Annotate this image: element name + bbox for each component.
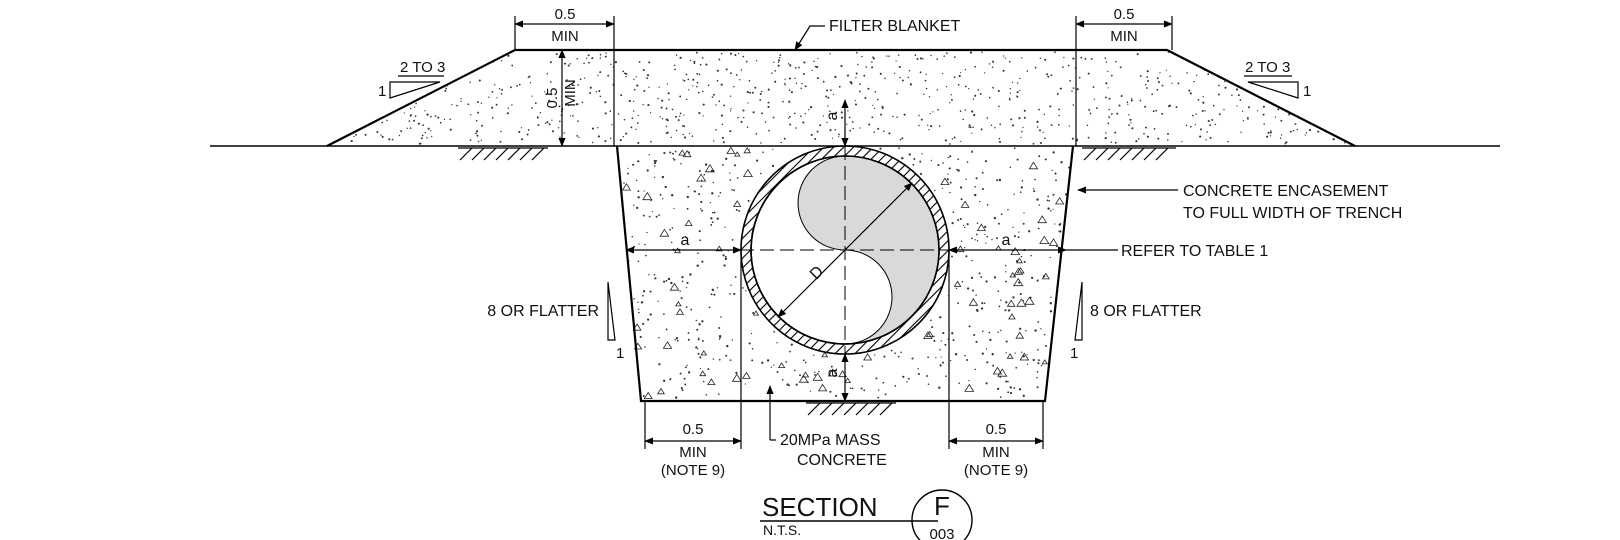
filter-blanket-speckle bbox=[350, 51, 1346, 145]
ground-hatch-bottom bbox=[806, 402, 896, 416]
encasement-label-2: TO FULL WIDTH OF TRENCH bbox=[1183, 205, 1402, 222]
dim-bottom-right-min: MIN bbox=[982, 444, 1010, 461]
flatter-triangle-left bbox=[607, 281, 616, 341]
ground-hatch-left bbox=[458, 147, 548, 161]
flatter-triangle-right bbox=[1074, 281, 1083, 341]
dim-bottom-right bbox=[948, 401, 1044, 449]
sheet-number: 003 bbox=[929, 526, 954, 540]
diameter-dimension bbox=[777, 182, 913, 318]
slope-right-one: 1 bbox=[1303, 83, 1311, 100]
a-right-label: a bbox=[1002, 232, 1011, 249]
a-left-label: a bbox=[681, 232, 690, 249]
scale-note: N.T.S. bbox=[763, 522, 801, 538]
mass-concrete-label-1: 20MPa MASS bbox=[780, 432, 880, 449]
slope-right-ratio: 2 TO 3 bbox=[1245, 59, 1290, 76]
flatter-left-label: 8 OR FLATTER bbox=[487, 303, 599, 320]
dim-top-left-value: 0.5 bbox=[555, 6, 576, 23]
dim-bottom-right-value: 0.5 bbox=[986, 421, 1007, 438]
dim-top-right-value: 0.5 bbox=[1114, 6, 1135, 23]
dim-vertical-value: 0.5 bbox=[544, 88, 561, 109]
dim-top-right-sub: MIN bbox=[1110, 28, 1138, 45]
flatter-left-one: 1 bbox=[616, 345, 624, 362]
dim-bottom-right-note: (NOTE 9) bbox=[964, 462, 1028, 479]
dim-bottom-left-min: MIN bbox=[679, 444, 707, 461]
encasement-label-1: CONCRETE ENCASEMENT bbox=[1183, 183, 1389, 200]
flatter-right-label: 8 OR FLATTER bbox=[1090, 303, 1202, 320]
mass-concrete-label-2: CONCRETE bbox=[797, 452, 887, 469]
filter-blanket-leader bbox=[794, 25, 825, 51]
dim-top-right bbox=[1075, 16, 1173, 146]
refer-table-label: REFER TO TABLE 1 bbox=[1121, 243, 1268, 260]
slope-left-ratio: 2 TO 3 bbox=[400, 59, 445, 76]
section-callout-circle bbox=[911, 489, 973, 540]
filter-blanket-outline bbox=[326, 48, 1356, 147]
dim-bottom-left-note: (NOTE 9) bbox=[661, 462, 725, 479]
dim-bottom-left bbox=[644, 401, 742, 449]
section-title: SECTION bbox=[762, 492, 878, 522]
filter-blanket-label: FILTER BLANKET bbox=[829, 18, 961, 35]
slope-triangle-left bbox=[389, 75, 444, 99]
slope-triangle-right bbox=[1244, 75, 1299, 99]
a-top-label: a bbox=[824, 111, 841, 120]
flatter-right-one: 1 bbox=[1070, 345, 1078, 362]
dim-top-left-sub: MIN bbox=[551, 28, 579, 45]
dim-vertical-sub: MIN bbox=[562, 79, 579, 107]
a-bottom-label: a bbox=[824, 368, 841, 377]
dim-top-left bbox=[514, 16, 615, 146]
slope-left-one: 1 bbox=[378, 83, 386, 100]
ground-hatch-right bbox=[1082, 147, 1176, 161]
dim-bottom-left-value: 0.5 bbox=[683, 421, 704, 438]
section-letter: F bbox=[934, 491, 950, 521]
